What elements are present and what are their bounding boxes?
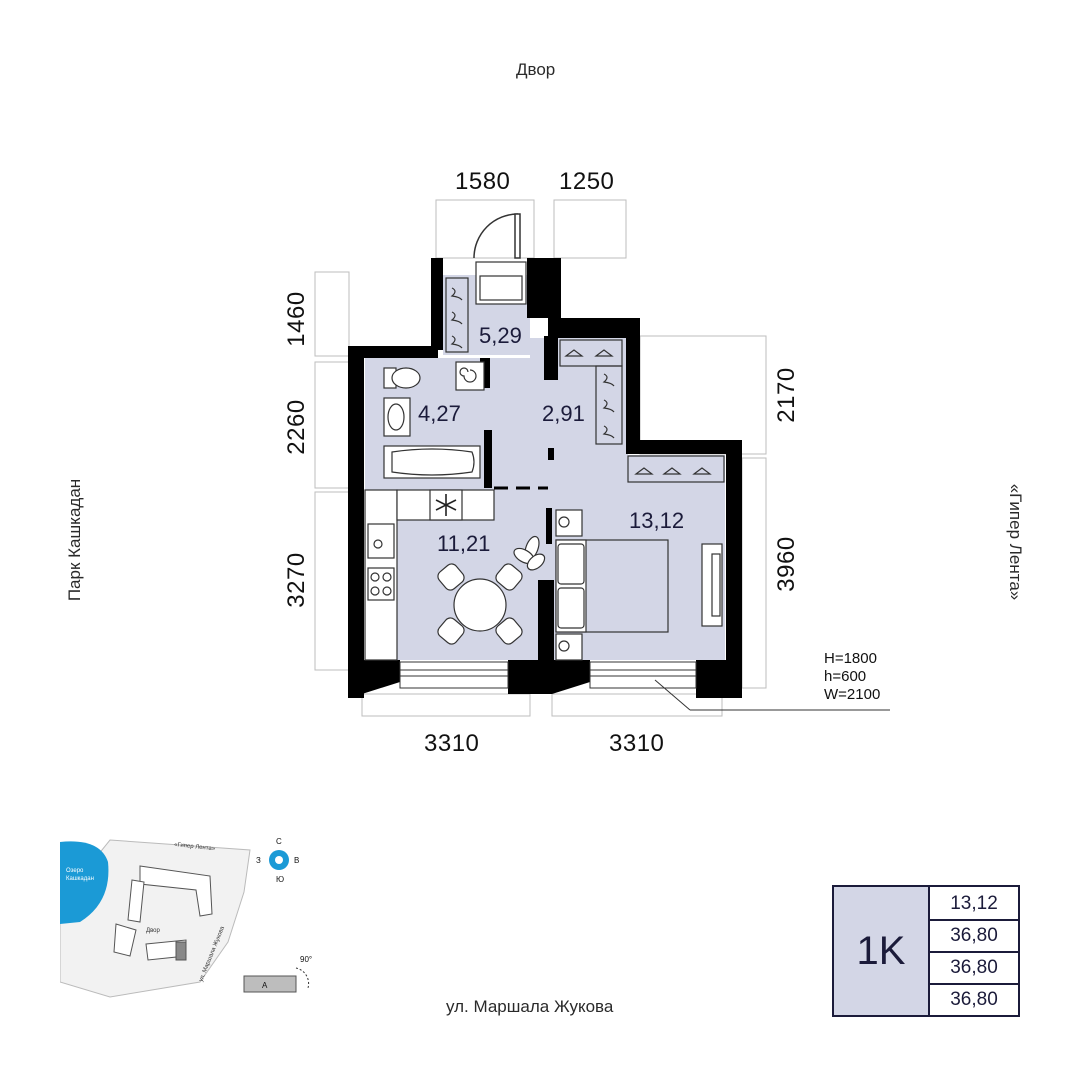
summary-value-1: 13,12 (930, 889, 1018, 921)
lake-label-line2: Кашкадан (66, 876, 94, 882)
summary-value-4: 36,80 (950, 989, 998, 1010)
window-spec-sill: h=600 (824, 668, 867, 685)
window-spec-height: H=1800 (824, 650, 877, 667)
bathroom-fixtures (383, 361, 485, 479)
entrance-door (473, 213, 521, 259)
room-area-kitchen: 11,21 (437, 531, 491, 556)
site-rotation-label: 90° (300, 955, 312, 964)
street-label-top: Двор (516, 60, 556, 79)
dining-table (437, 563, 523, 645)
compass-n: С (276, 837, 282, 846)
site-buildings (113, 865, 213, 961)
room-area-wardrobe: 2,91 (542, 401, 585, 426)
hanger-icons (450, 287, 725, 483)
dimension-top-right: 1250 (559, 168, 615, 195)
compass-w: З (256, 856, 261, 865)
room-area-hall: 5,29 (479, 323, 522, 348)
dimension-bottom-right: 3310 (609, 730, 665, 757)
site-store-label: «Гипер Лента» (174, 842, 216, 852)
dimension-top-left: 1580 (455, 168, 511, 195)
compass-e: В (294, 856, 299, 865)
summary-box: 1K 13,12 36,80 36,80 36,80 (832, 885, 1020, 1017)
summary-value-3: 36,80 (930, 953, 1018, 985)
site-yard-label: Двор (146, 928, 161, 934)
bedroom-furniture (555, 509, 723, 661)
street-label-bottom: ул. Маршала Жукова (446, 997, 614, 1016)
windows (399, 661, 890, 711)
window-spec: H=1800 h=600 W=2100 (824, 650, 880, 704)
room-area-bedroom: 13,12 (629, 508, 685, 533)
dimension-bottom-left: 3310 (424, 730, 480, 757)
site-plan: Озеро Кашкадан «Гипер Лента» Двор ул. Ма… (60, 837, 312, 998)
snowflake-icon (435, 494, 457, 516)
window-spec-width: W=2100 (824, 686, 881, 703)
lake-label-line1: Озеро (66, 868, 84, 874)
compass-s: Ю (276, 875, 284, 884)
hall-furniture (445, 261, 527, 353)
summary-value-2: 36,80 (930, 921, 1018, 953)
plant-icon (513, 535, 546, 571)
room-area-bathroom: 4,27 (418, 401, 461, 426)
walls (348, 258, 742, 698)
site-section-label: А (262, 981, 268, 990)
floor-plan (314, 199, 890, 717)
apartment-type: 1K (834, 887, 930, 1015)
